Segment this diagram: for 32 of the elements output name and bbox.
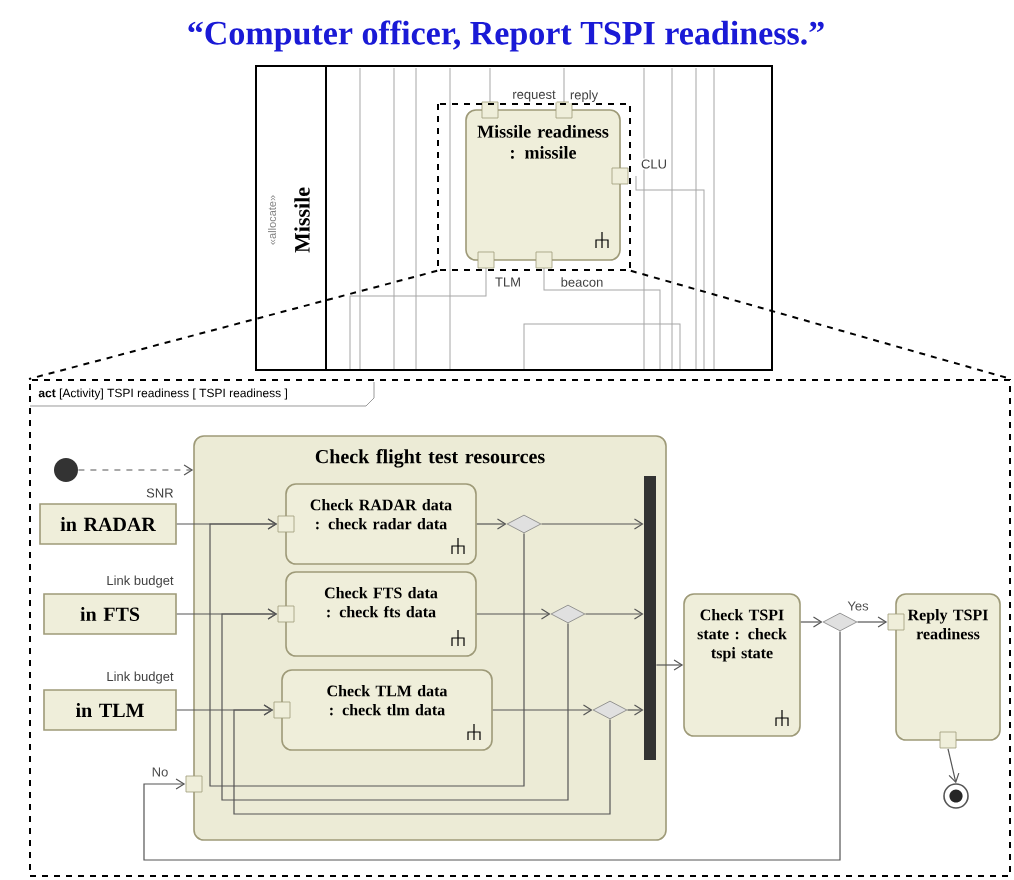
decision-diamond — [822, 612, 858, 632]
decision-diamond — [550, 604, 586, 624]
arrow — [856, 616, 888, 628]
arrow — [800, 616, 823, 628]
decision-diamond — [592, 700, 628, 720]
action-box: Check RADAR data : check radar data — [277, 483, 477, 565]
action-box: Check TSPI state : check tspi state — [683, 593, 801, 737]
arrow — [476, 518, 507, 530]
action-box: Check TLM data : check tlm data — [273, 669, 493, 751]
arrow — [540, 518, 644, 530]
arrow — [233, 704, 611, 815]
initial-node — [54, 458, 78, 482]
object-node: in FTS — [43, 593, 177, 635]
action-box: Missile readiness : missile — [465, 101, 629, 269]
final-node — [943, 783, 969, 809]
object-node: in TLM — [43, 689, 177, 731]
title: “Computer officer, Report TSPI readiness.” — [188, 20, 824, 52]
action-box: Check FTS data : check fts data — [277, 571, 477, 657]
arrow — [655, 659, 684, 671]
join-bar — [644, 476, 656, 760]
arrow — [626, 704, 644, 716]
arrow — [492, 704, 593, 716]
arrow — [947, 748, 960, 784]
arrow — [476, 608, 551, 620]
arrow — [77, 464, 194, 476]
arrow — [209, 518, 525, 787]
arrow — [143, 630, 841, 861]
arrow — [221, 608, 569, 801]
decision-diamond — [506, 514, 542, 534]
action-box: Reply TSPI readiness — [887, 593, 1001, 749]
arrow — [584, 608, 644, 620]
object-node: in RADAR — [39, 503, 177, 545]
